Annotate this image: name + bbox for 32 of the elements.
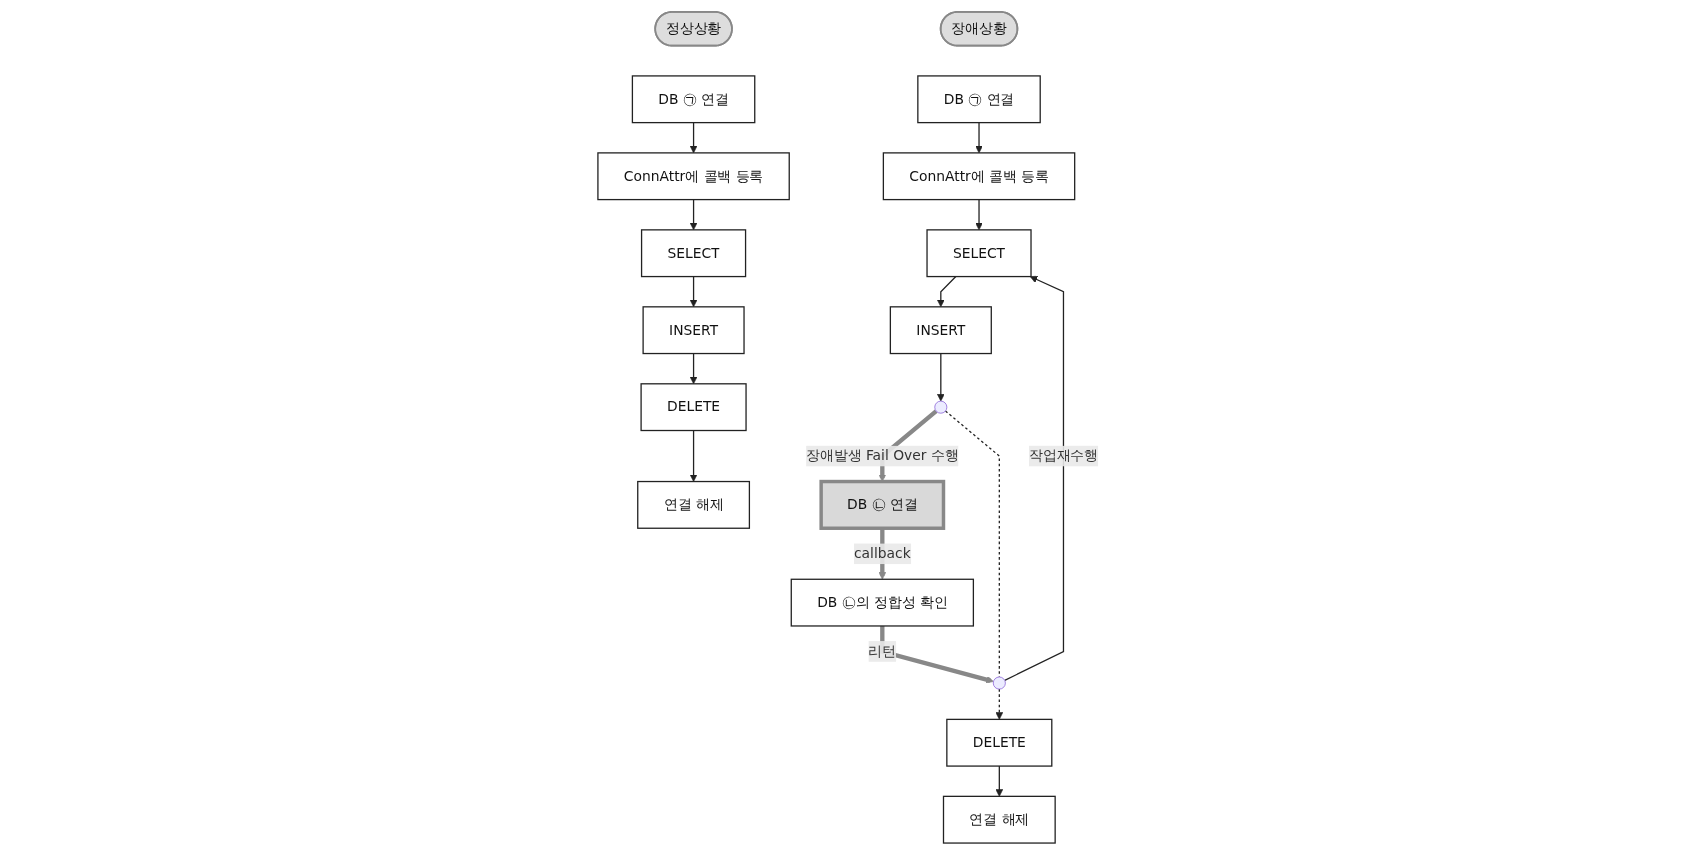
arrow (689, 275, 698, 308)
node-circle (934, 400, 948, 414)
node-circle (992, 676, 1006, 690)
node-box: ConnAttr에 콜백 등록 (882, 152, 1076, 201)
node-box: INSERT (889, 306, 992, 355)
node-box: 연결 해제 (637, 480, 751, 529)
node-box: SELECT (926, 229, 1032, 278)
node-box: DB ㉡의 정합성 확인 (790, 578, 975, 627)
node-box: DELETE (640, 383, 747, 432)
node-box: ConnAttr에 콜백 등록 (597, 152, 790, 201)
arrow (937, 352, 945, 402)
node-box: DELETE (946, 718, 1053, 767)
node-box: 연결 해제 (942, 795, 1056, 844)
arrow (689, 198, 698, 231)
edge-label: callback (853, 545, 911, 562)
arrow (975, 122, 983, 154)
node-box: DB ㉠ 연결 (917, 75, 1041, 124)
edge-label: 장애발생 Fail Over 수행 (806, 447, 959, 464)
arrow (995, 688, 1004, 720)
arrow (995, 765, 1004, 797)
node-box: DB ㉠ 연결 (631, 75, 756, 124)
node-box: SELECT (640, 229, 747, 278)
arrow (975, 198, 983, 231)
arrow (689, 352, 698, 385)
edge-label: 작업재수행 (1028, 447, 1099, 464)
arrow (689, 122, 698, 154)
arrow (689, 429, 698, 482)
arrow (937, 275, 957, 308)
arrow (1004, 275, 1065, 682)
node-box: INSERT (642, 306, 745, 355)
edge-label: 리턴 (868, 642, 897, 660)
node-box: DB ㉡ 연결 (819, 479, 946, 530)
